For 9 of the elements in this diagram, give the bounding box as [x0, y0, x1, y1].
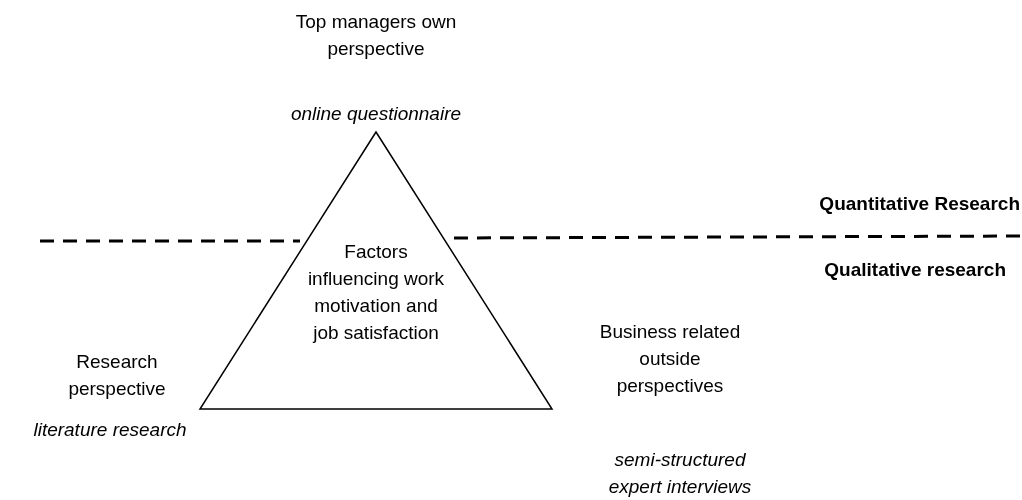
- method-label: semi-structured expert interviews: [607, 448, 753, 499]
- node-text: Factors influencing work motivation and job satisfaction: [306, 240, 446, 345]
- perspective-label: Top managers own perspective: [294, 10, 458, 61]
- section-label: Qualitative research: [823, 258, 1006, 282]
- method-label: online questionnaire: [289, 102, 463, 126]
- method-label: literature research: [32, 418, 188, 442]
- perspective-label: Research perspective: [67, 350, 167, 401]
- perspective-label: Business related outside perspectives: [598, 320, 742, 398]
- section-label: Quantitative Research: [818, 192, 1020, 216]
